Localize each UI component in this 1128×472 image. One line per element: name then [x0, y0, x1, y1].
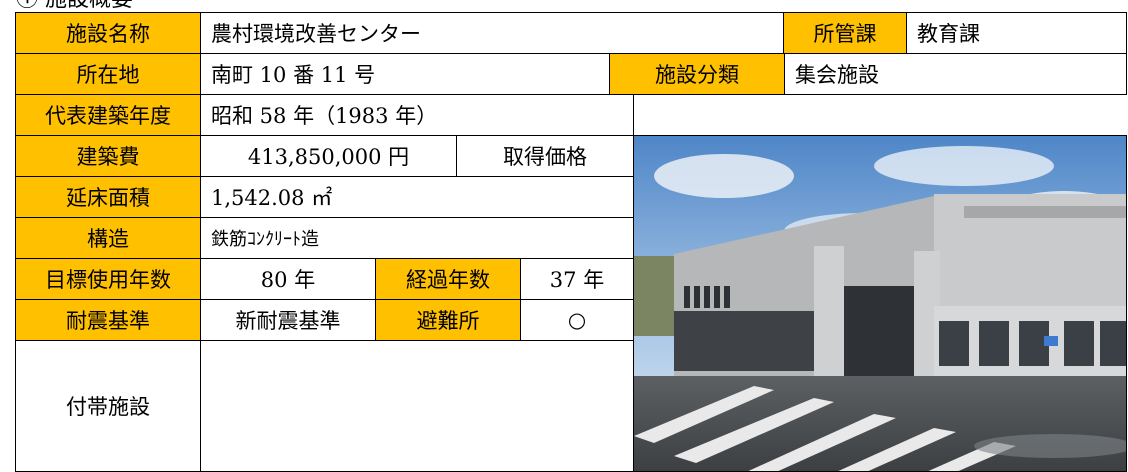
construction-year-value: 昭和 58 年（1983 年） — [200, 94, 634, 136]
department-value: 教育課 — [906, 12, 1127, 54]
facility-name-label: 施設名称 — [15, 12, 201, 54]
auxiliary-label: 付帯施設 — [15, 340, 201, 472]
construction-cost-value: 413,850,000 円 — [200, 135, 457, 177]
seismic-standard-value: 新耐震基準 — [200, 299, 376, 341]
auxiliary-value — [200, 340, 634, 472]
category-value: 集会施設 — [784, 53, 1127, 95]
construction-cost-label: 建築費 — [15, 135, 201, 177]
target-years-value: 80 年 — [200, 258, 376, 300]
evacuation-label: 避難所 — [375, 299, 521, 341]
facility-name-value: 農村環境改善センター — [200, 12, 784, 54]
department-label: 所管課 — [783, 12, 907, 54]
section-heading: ① 施設概要 — [16, 0, 133, 12]
category-label: 施設分類 — [609, 53, 785, 95]
seismic-standard-label: 耐震基準 — [15, 299, 201, 341]
acquisition-price-label: 取得価格 — [456, 135, 634, 177]
elapsed-years-value: 37 年 — [520, 258, 634, 300]
elapsed-years-label: 経過年数 — [375, 258, 521, 300]
construction-year-label: 代表建築年度 — [15, 94, 201, 136]
structure-value: 鉄筋ｺﾝｸﾘｰﾄ造 — [200, 217, 634, 259]
location-label: 所在地 — [15, 53, 201, 95]
location-value: 南町 10 番 11 号 — [200, 53, 610, 95]
evacuation-value: ○ — [520, 299, 634, 341]
target-years-label: 目標使用年数 — [15, 258, 201, 300]
facility-photo — [633, 135, 1127, 472]
floor-area-label: 延床面積 — [15, 176, 201, 218]
structure-label: 構造 — [15, 217, 201, 259]
floor-area-value: 1,542.08 ㎡ — [200, 176, 634, 218]
